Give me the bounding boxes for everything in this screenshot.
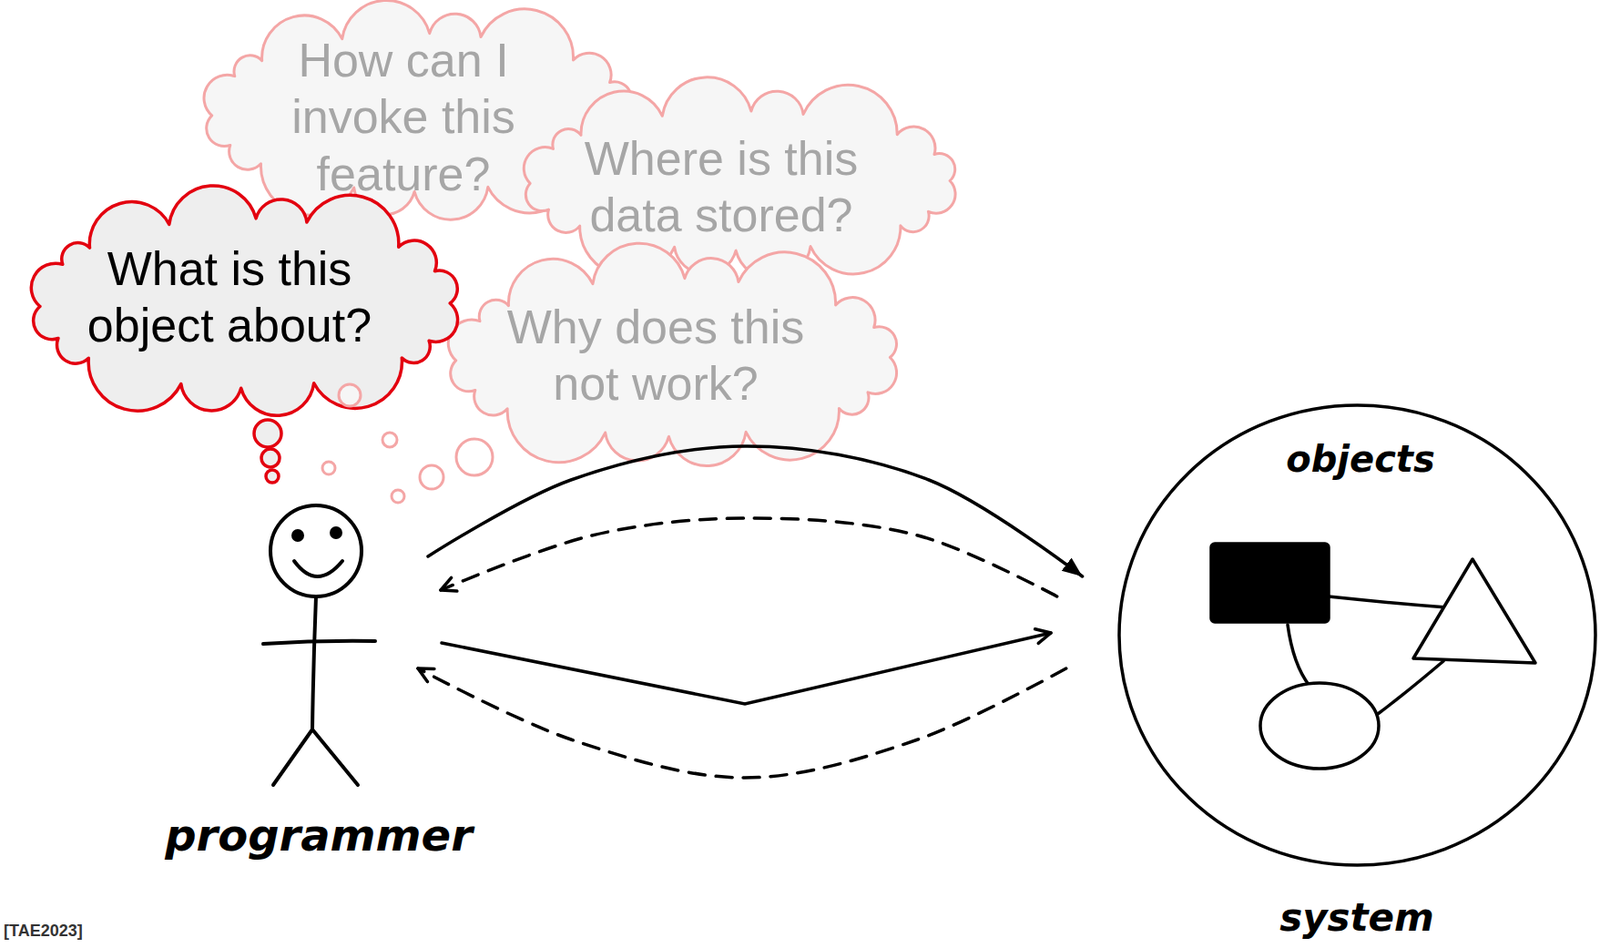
- citation-label: [TAE2023]: [3, 921, 83, 941]
- object-link: [1287, 624, 1310, 686]
- thought-bubble: [419, 465, 444, 490]
- response-arrow: [440, 518, 1058, 597]
- thought-cloud: Why does this not work?: [428, 250, 918, 465]
- figure-leg: [273, 729, 313, 785]
- request-arrow: [428, 446, 1083, 577]
- thought-text: Why does this not work?: [500, 298, 811, 413]
- object-link: [1377, 661, 1444, 714]
- object-link: [1328, 596, 1448, 608]
- thought-text: How can I invoke this feature?: [248, 31, 559, 203]
- container-label: objects: [1285, 437, 1436, 481]
- cloud-shape: [30, 185, 458, 416]
- thought-cloud: Where is this data stored?: [505, 86, 975, 276]
- figure-leg: [312, 729, 358, 785]
- circle-shape: [1119, 405, 1596, 866]
- figure-eye: [331, 528, 341, 538]
- actor-label: programmer: [164, 809, 473, 863]
- thought-bubble: [382, 432, 398, 448]
- thought-bubble: [261, 448, 280, 468]
- thought-text: What is this object about?: [74, 240, 385, 355]
- thought-bubble: [254, 419, 282, 448]
- thought-bubbles: [322, 384, 493, 503]
- figure-arms: [263, 641, 376, 644]
- thought-bubble: [322, 461, 336, 475]
- request-arrow: [441, 632, 1051, 704]
- figure-eye: [293, 530, 303, 541]
- actor-node: programmer: [192, 500, 429, 866]
- object-ellipse: [1260, 682, 1379, 769]
- thought-text: Where is this data stored?: [566, 130, 877, 245]
- object-rectangle: [1211, 543, 1329, 622]
- active-thought-bubbles: [254, 419, 282, 483]
- cloud-shape: [448, 243, 897, 466]
- figure-body: [312, 596, 316, 730]
- figure-head: [270, 505, 362, 597]
- response-arrow: [417, 668, 1067, 778]
- active-thought-cloud: What is this object about?: [10, 188, 480, 418]
- object-triangle: [1413, 559, 1536, 663]
- stick-figure: [263, 505, 376, 785]
- thought-bubble: [456, 438, 493, 476]
- thought-bubble: [391, 489, 405, 503]
- object-graph: [1211, 543, 1536, 769]
- thought-bubble: [338, 384, 361, 407]
- cloud-shape: [523, 77, 956, 280]
- system-label: system: [1279, 895, 1435, 941]
- system-circle: objectssystem: [1117, 403, 1598, 867]
- thought-bubble: [265, 469, 279, 483]
- figure-smile: [294, 560, 343, 577]
